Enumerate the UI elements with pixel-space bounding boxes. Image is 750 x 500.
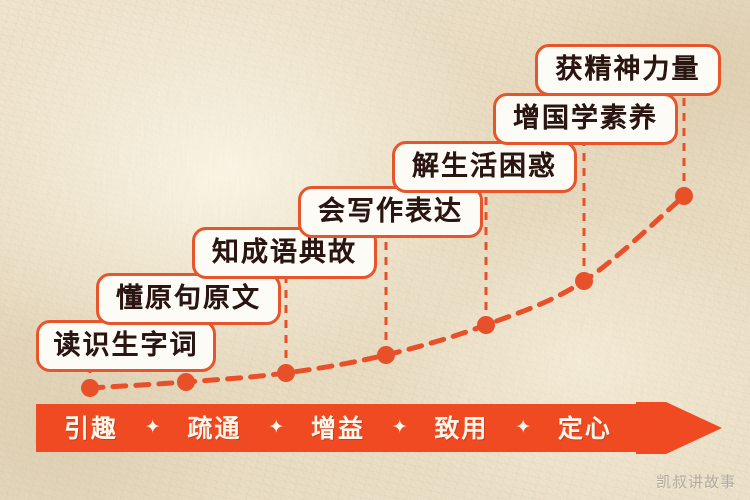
step-label-3: 知成语典故 xyxy=(212,236,357,268)
step-label-5: 解生活困惑 xyxy=(412,150,557,182)
curve-data-points xyxy=(81,187,693,397)
watermark: 凯叔讲故事 xyxy=(655,473,736,491)
step-label-6: 增国学素养 xyxy=(513,102,658,134)
curve-dot-4 xyxy=(377,346,395,364)
arrow-shape xyxy=(36,402,722,454)
step-box-5: 解生活困惑 xyxy=(392,141,577,193)
step-box-4: 会写作表达 xyxy=(298,186,483,238)
step-label-7: 获精神力量 xyxy=(555,53,701,85)
step-box-1: 读识生字词 xyxy=(36,320,216,372)
step-box-7: 获精神力量 xyxy=(535,44,721,96)
curve-dot-3 xyxy=(277,364,295,382)
curve-dot-2 xyxy=(177,373,195,391)
step-label-1: 读识生字词 xyxy=(53,329,199,361)
curve-dot-6 xyxy=(575,272,593,290)
step-box-2: 懂原句原文 xyxy=(96,273,281,325)
step-label-2: 懂原句原文 xyxy=(116,282,261,314)
phase-arrow-banner xyxy=(36,402,722,454)
step-box-6: 增国学素养 xyxy=(493,93,678,145)
curve-dot-1 xyxy=(81,379,99,397)
curve-dot-7 xyxy=(675,187,693,205)
curve-dot-5 xyxy=(477,316,495,334)
step-label-4: 会写作表达 xyxy=(318,195,463,227)
